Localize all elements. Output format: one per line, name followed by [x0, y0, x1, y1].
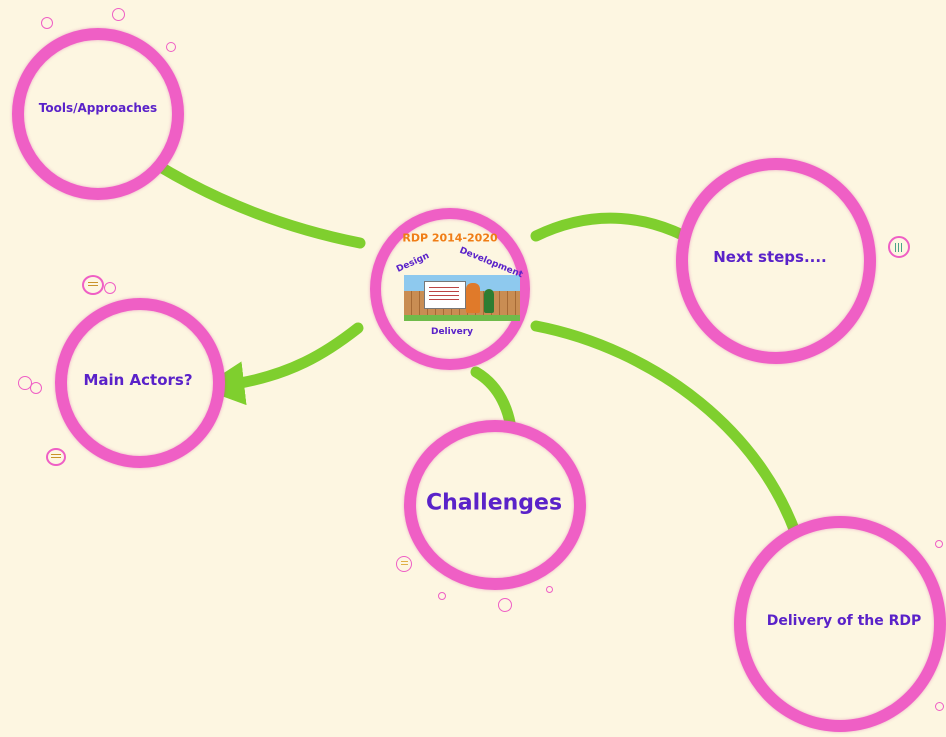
- mini-slide-thumbnail-2[interactable]: [46, 448, 66, 466]
- mini-slide-thumbnail-1[interactable]: [82, 275, 104, 295]
- center-word-delivery: Delivery: [430, 327, 474, 337]
- mini-slide-thumbnail-3[interactable]: [888, 236, 910, 258]
- next-steps-label: Next steps....: [713, 248, 827, 266]
- tiny-circle-4: [104, 282, 116, 294]
- whiteboard-graphic: [424, 281, 466, 309]
- tiny-circle-8: [438, 592, 446, 600]
- arrow-to-actors: [200, 322, 364, 406]
- grass-graphic: [404, 314, 520, 321]
- tiny-circle-2: [112, 8, 125, 21]
- tiny-circle-10: [546, 586, 553, 593]
- tiny-circle-12: [935, 702, 944, 711]
- center-title: RDP 2014-2020: [402, 231, 498, 245]
- whiteboard-illustration: [404, 275, 520, 321]
- tiny-circle-9: [498, 598, 512, 612]
- arrow-to-delivery: [530, 320, 820, 580]
- tiny-circle-11: [935, 540, 943, 548]
- tiny-circle-6: [30, 382, 42, 394]
- delivery-label: Delivery of the RDP: [766, 613, 922, 629]
- center-node[interactable]: [370, 208, 530, 370]
- tools-approaches-label: Tools/Approaches: [38, 101, 158, 115]
- tiny-circle-7: [396, 556, 412, 572]
- character-figure: [466, 283, 480, 313]
- challenges-label: Challenges: [425, 490, 563, 516]
- main-actors-label: Main Actors?: [83, 371, 193, 389]
- character-figure-two: [484, 289, 494, 313]
- tiny-circle-3: [166, 42, 176, 52]
- tiny-circle-1: [41, 17, 53, 29]
